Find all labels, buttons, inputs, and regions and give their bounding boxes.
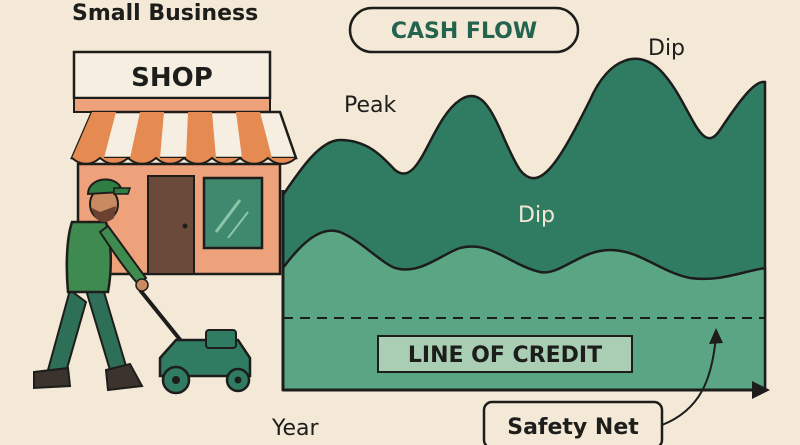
cash-flow-badge-outline	[348, 6, 580, 54]
awning-stripe-4	[236, 112, 272, 158]
safety-net-label: Safety Net	[507, 415, 639, 440]
awning-stripe-1	[72, 112, 116, 158]
door-knob	[182, 223, 188, 229]
gardener-beard	[92, 206, 116, 223]
dip-label-top: Dip	[648, 36, 685, 61]
safety-net-arrowhead	[709, 328, 723, 344]
mower-wheel-back-hub	[172, 376, 180, 384]
line-of-credit-box-outline	[377, 335, 633, 373]
gardener-leg-front	[84, 288, 128, 372]
cash-flow-badge: CASH FLOW	[348, 6, 580, 54]
gardener-leg-back	[46, 288, 88, 374]
cash-flow-chart: Peak Dip Dip LINE OF CREDIT Year Safety …	[271, 36, 770, 445]
gardener-hand	[135, 278, 149, 292]
shop-top-band	[73, 97, 271, 113]
safety-net-arrow	[661, 335, 717, 426]
gardener-figure	[33, 178, 149, 392]
lawn-mower	[138, 288, 252, 395]
line-of-credit-box: LINE OF CREDIT	[377, 335, 633, 373]
mower-engine	[205, 329, 237, 349]
shop-door	[147, 175, 195, 275]
cash-flow-title: CASH FLOW	[391, 19, 537, 44]
x-axis-label: Year	[271, 416, 320, 441]
shop-awning	[70, 110, 298, 165]
dip-label-middle: Dip	[518, 203, 555, 228]
safety-net-box: Safety Net	[482, 400, 664, 445]
awning-stripe-2	[130, 112, 164, 158]
business-label: Small Business	[72, 1, 258, 26]
gardener-boot-back	[33, 366, 72, 390]
gardener-cap-brim	[113, 187, 132, 195]
peak-label: Peak	[344, 93, 396, 118]
window-glare-small	[227, 211, 249, 239]
gardener-arm	[98, 224, 148, 286]
gardener-boot-front	[104, 362, 144, 392]
mower-wheel-front-hub	[234, 376, 242, 384]
line-of-credit-label: LINE OF CREDIT	[408, 343, 602, 368]
awning-stripe-3	[186, 112, 216, 158]
shop-sign-text: SHOP	[131, 63, 213, 93]
shop-building: SHOP	[70, 50, 298, 276]
window-glare	[214, 199, 242, 233]
shop-window	[202, 176, 264, 250]
x-axis-arrow	[752, 381, 770, 399]
